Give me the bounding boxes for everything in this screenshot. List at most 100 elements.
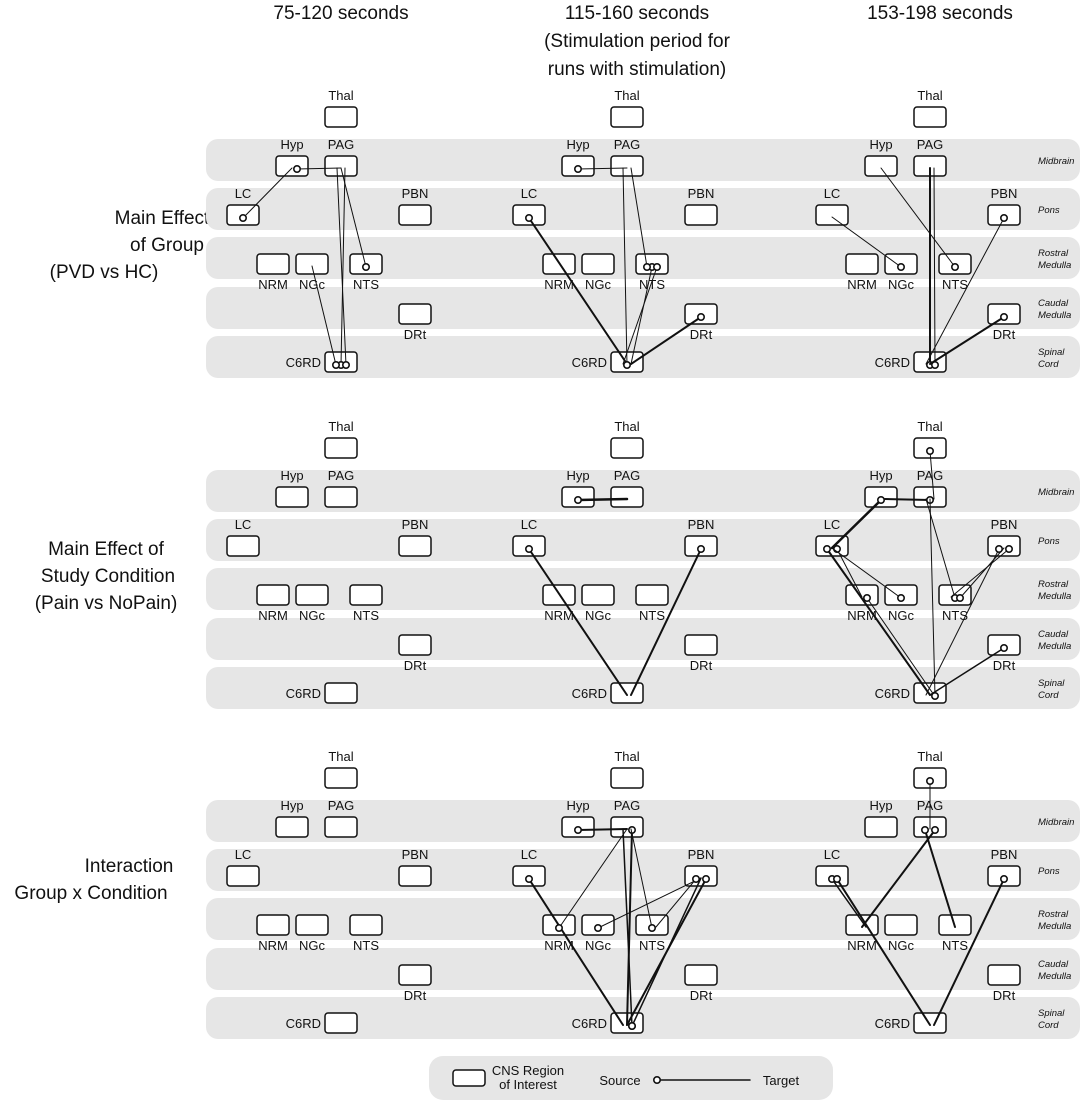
- source-marker-hyp: [292, 165, 301, 174]
- roi-label-pbn: PBN: [402, 517, 429, 532]
- connection-c6rd-to-pag: [929, 498, 936, 697]
- roi-box-nrm: [256, 253, 290, 275]
- legend-target-label: Target: [763, 1073, 800, 1088]
- source-marker-drt: [999, 643, 1008, 652]
- band-label: Medulla: [1038, 641, 1071, 652]
- source-marker-pag: [920, 825, 929, 834]
- roi-box-ngc: [884, 914, 918, 936]
- roi-box-nts: [635, 584, 669, 606]
- roi-box-thal: [610, 437, 644, 459]
- source-marker-lc: [524, 214, 533, 223]
- column-title-2: (Stimulation period for: [544, 31, 731, 52]
- roi-box-hyp: [275, 816, 309, 838]
- roi-label-pbn: PBN: [991, 186, 1018, 201]
- roi-label-thal: Thal: [917, 749, 942, 764]
- roi-label-lc: LC: [824, 186, 841, 201]
- roi-box-nts: [349, 584, 383, 606]
- row-title-3: Interaction: [85, 856, 174, 877]
- roi-label-c6rd: C6RD: [875, 1016, 910, 1031]
- connection-nts-to-pag: [340, 167, 367, 268]
- roi-label-drt: DRt: [404, 988, 427, 1003]
- band-label: Medulla: [1038, 591, 1071, 602]
- roi-box-pag: [610, 816, 644, 838]
- source-marker-thal: [925, 776, 934, 785]
- connection-lc-to-hyp: [242, 167, 293, 219]
- source-marker-nts: [955, 593, 964, 602]
- row-title-2: Study Condition: [41, 566, 175, 587]
- roi-label-c6rd: C6RD: [286, 355, 321, 370]
- roi-label-nts: NTS: [639, 277, 665, 292]
- roi-box-nts: [349, 914, 383, 936]
- source-marker-c6rd: [627, 1021, 636, 1030]
- source-marker-pbn: [999, 214, 1008, 223]
- roi-label-drt: DRt: [690, 327, 713, 342]
- roi-label-drt: DRt: [404, 327, 427, 342]
- source-marker-drt: [696, 312, 705, 321]
- roi-box-drt: [684, 964, 718, 986]
- roi-label-pbn: PBN: [688, 847, 715, 862]
- connection-c6rd-to-ngc: [311, 265, 337, 366]
- roi-box-c6rd: [324, 1012, 358, 1034]
- band-label: Rostral: [1038, 248, 1069, 259]
- band-label: Pons: [1038, 536, 1060, 547]
- source-marker-c6rd: [930, 691, 939, 700]
- connection-nrm-to-pag: [558, 828, 628, 929]
- legend-roi-label: CNS Region: [492, 1063, 564, 1078]
- roi-label-nrm: NRM: [847, 938, 877, 953]
- source-marker-pbn: [994, 544, 1003, 553]
- roi-label-pbn: PBN: [402, 186, 429, 201]
- roi-label-pag: PAG: [917, 137, 944, 152]
- source-marker-ngc: [896, 593, 905, 602]
- source-marker-hyp: [573, 495, 582, 504]
- connection-hyp-to-pag: [576, 497, 629, 502]
- source-marker-nts: [361, 262, 370, 271]
- roi-box-ngc: [295, 253, 329, 275]
- band-label: Rostral: [1038, 579, 1069, 590]
- roi-label-nrm: NRM: [847, 277, 877, 292]
- source-marker-nts: [950, 262, 959, 271]
- roi-box-pbn: [398, 535, 432, 557]
- connection-thal-to-pag: [929, 450, 935, 500]
- roi-label-hyp: Hyp: [566, 798, 589, 813]
- band-pons: [206, 188, 1080, 230]
- roi-label-hyp: Hyp: [280, 468, 303, 483]
- connection-drt-to-c6rd: [630, 316, 702, 365]
- connection-lc-to-c6rd: [528, 217, 628, 365]
- band-label: Caudal: [1038, 959, 1069, 970]
- roi-label-c6rd: C6RD: [875, 686, 910, 701]
- roi-label-nts: NTS: [942, 608, 968, 623]
- roi-label-ngc: NGc: [585, 608, 612, 623]
- roi-box-pbn: [398, 865, 432, 887]
- roi-label-nrm: NRM: [544, 938, 574, 953]
- source-marker-nrm: [862, 593, 871, 602]
- roi-box-c6rd: [324, 682, 358, 704]
- roi-label-lc: LC: [824, 847, 841, 862]
- roi-label-nts: NTS: [353, 277, 379, 292]
- source-marker-hyp: [876, 495, 885, 504]
- roi-label-c6rd: C6RD: [572, 355, 607, 370]
- roi-label-thal: Thal: [917, 419, 942, 434]
- roi-label-ngc: NGc: [299, 608, 326, 623]
- roi-label-ngc: NGc: [299, 277, 326, 292]
- connection-hyp-to-pag: [296, 167, 342, 170]
- connection-hyp-to-pag: [577, 167, 628, 170]
- roi-box-thal: [610, 106, 644, 128]
- column-title-2: runs with stimulation): [548, 59, 726, 80]
- roi-box-drt: [398, 634, 432, 656]
- connection-c6rd-to-pag: [340, 167, 346, 366]
- source-marker-lc: [524, 544, 533, 553]
- roi-label-hyp: Hyp: [280, 798, 303, 813]
- roi-label-thal: Thal: [614, 749, 639, 764]
- band-caudal-medulla: [206, 948, 1080, 990]
- band-label: Caudal: [1038, 298, 1069, 309]
- roi-box-hyp: [864, 155, 898, 177]
- roi-box-lc: [226, 865, 260, 887]
- legend-background: [429, 1056, 833, 1100]
- roi-label-pag: PAG: [328, 468, 355, 483]
